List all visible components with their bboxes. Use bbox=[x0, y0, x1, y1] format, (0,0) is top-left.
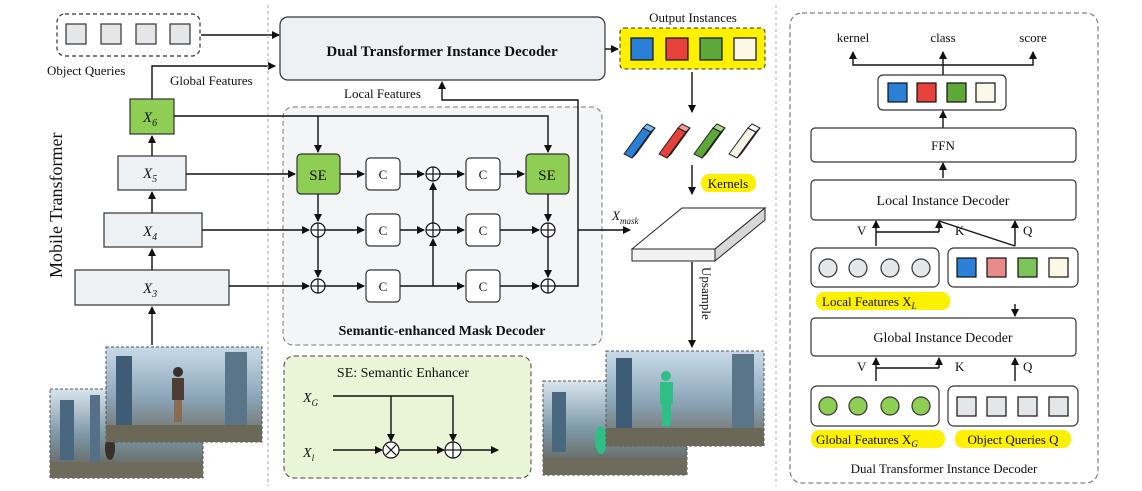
right-panel-title: Dual Transformer Instance Decoder bbox=[851, 461, 1038, 476]
kernel-output-label: kernel bbox=[837, 30, 870, 45]
svg-text:C: C bbox=[479, 279, 488, 294]
object-queries-group: Object Queries bbox=[47, 13, 201, 78]
output-tokens-box bbox=[877, 74, 1007, 111]
global-instance-decoder-box: Global Instance Decoder bbox=[810, 317, 1077, 357]
svg-text:Local Instance Decoder: Local Instance Decoder bbox=[877, 194, 1010, 209]
mobile-transformer-label: Mobile Transformer bbox=[46, 133, 66, 279]
output-instances-label: Output Instances bbox=[649, 10, 737, 25]
c-box-1: C bbox=[365, 157, 401, 191]
local-instance-decoder-box: Local Instance Decoder bbox=[810, 179, 1077, 221]
global-features-tokens bbox=[810, 385, 940, 427]
svg-text:SE: SE bbox=[309, 168, 327, 184]
object-queries-q-label: Object Queries Q bbox=[968, 432, 1060, 447]
output-instances-box bbox=[619, 27, 766, 70]
svg-text:FFN: FFN bbox=[931, 138, 955, 153]
upsample-label: Upsample bbox=[699, 267, 714, 320]
svg-text:Xl: Xl bbox=[302, 446, 315, 463]
svg-text:X6: X6 bbox=[142, 110, 157, 129]
dual-decoder-title: Dual Transformer Instance Decoder bbox=[326, 44, 558, 60]
se-legend-panel: SE: Semantic Enhancer XG Xl bbox=[283, 355, 532, 479]
c-box-2: C bbox=[465, 157, 501, 191]
v-label-top: V bbox=[857, 223, 867, 238]
svg-text:C: C bbox=[379, 167, 388, 182]
output-image-front bbox=[605, 350, 765, 447]
svg-text:X5: X5 bbox=[142, 166, 157, 185]
c-box-4: C bbox=[465, 213, 501, 247]
score-output-label: score bbox=[1019, 30, 1047, 45]
svg-text:SE: SE bbox=[538, 168, 556, 184]
local-features-highlight bbox=[816, 292, 950, 310]
v-label-bottom: V bbox=[857, 359, 867, 374]
k-label-bottom: K bbox=[955, 359, 965, 374]
x4-box: X4 bbox=[103, 212, 203, 248]
se-box-right: SE bbox=[525, 153, 570, 195]
x3-box: X3 bbox=[74, 269, 230, 306]
object-queries-label: Object Queries bbox=[47, 63, 125, 78]
object-queries-tokens bbox=[947, 385, 1079, 427]
se-box-left: SE bbox=[296, 153, 341, 195]
local-features-label: Local Features bbox=[344, 86, 421, 101]
kernel-cuboids bbox=[623, 123, 761, 159]
ffn-box: FFN bbox=[810, 127, 1077, 163]
global-features-highlight bbox=[811, 430, 945, 448]
svg-text:X4: X4 bbox=[142, 224, 157, 243]
dual-transformer-decoder-box: Dual Transformer Instance Decoder bbox=[279, 16, 606, 81]
query-tokens-mid bbox=[947, 247, 1079, 288]
local-features-xl-label: Local Features XL bbox=[822, 294, 917, 311]
svg-text:Global Instance Decoder: Global Instance Decoder bbox=[873, 331, 1012, 346]
x5-box: X5 bbox=[117, 155, 187, 191]
svg-text:C: C bbox=[479, 223, 488, 238]
kernels-label: Kernels bbox=[708, 176, 748, 191]
local-features-tokens bbox=[810, 247, 940, 288]
mask-slab bbox=[630, 206, 767, 263]
q-label-bottom: Q bbox=[1023, 359, 1033, 374]
svg-text:XG: XG bbox=[302, 391, 319, 408]
k-label-top: K bbox=[955, 223, 965, 238]
input-image-front bbox=[105, 346, 263, 443]
global-features-label: Global Features bbox=[170, 73, 253, 88]
q-label-top: Q bbox=[1023, 223, 1033, 238]
c-box-3: C bbox=[365, 213, 401, 247]
c-box-5: C bbox=[365, 269, 401, 303]
x6-box: X6 bbox=[129, 98, 175, 135]
kernels-highlight bbox=[701, 174, 756, 192]
c-box-6: C bbox=[465, 269, 501, 303]
svg-text:C: C bbox=[379, 223, 388, 238]
object-queries-highlight bbox=[955, 430, 1071, 448]
svg-text:Xmask: Xmask bbox=[611, 208, 639, 226]
svg-text:C: C bbox=[479, 167, 488, 182]
mask-decoder-title: Semantic-enhanced Mask Decoder bbox=[339, 324, 546, 339]
class-output-label: class bbox=[930, 30, 955, 45]
svg-text:C: C bbox=[379, 279, 388, 294]
se-legend-title: SE: Semantic Enhancer bbox=[337, 366, 470, 381]
svg-text:X3: X3 bbox=[142, 281, 157, 300]
global-features-xg-label: Global Features XG bbox=[816, 432, 918, 449]
